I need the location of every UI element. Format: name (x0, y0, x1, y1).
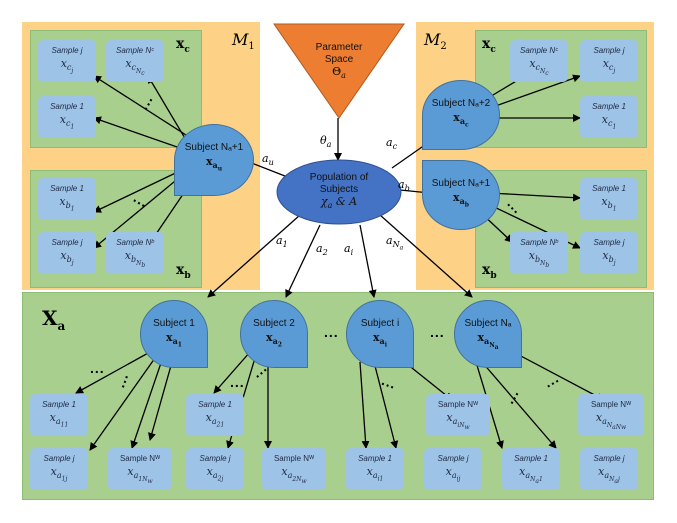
ellipsis-dots: ... (430, 324, 445, 340)
edge-a1 (207, 214, 301, 298)
population-label: Population of Subjects χa & A (309, 172, 369, 211)
edge-label-a-1: a1 (276, 234, 288, 250)
edge-label-a-Na: aNa (386, 234, 404, 252)
set-xc-right-label: xc (482, 36, 496, 55)
set-xb-right-label: xb (482, 262, 497, 281)
edge-label-theta-a: θa (320, 134, 332, 150)
model-m2-label: M2 (424, 30, 447, 53)
edge-label-a-i: ai (344, 242, 354, 258)
edge-label-a-b: ab (398, 178, 410, 194)
edge-label-a-2: a2 (316, 242, 328, 258)
ellipsis-dots: ... (90, 360, 105, 376)
set-xa-label: Xa (42, 306, 66, 333)
ellipsis-dots: ... (324, 324, 339, 340)
edge-a2 (285, 224, 321, 298)
ellipsis-dots: ... (230, 374, 245, 390)
edge-aNa (379, 214, 473, 298)
parameter-space-label: Parameter Space Θa (315, 42, 363, 81)
edge-label-a-u: au (262, 152, 274, 168)
edge-label-a-c: ac (386, 136, 398, 152)
model-m1-label: M1 (232, 30, 255, 53)
set-xc-left-label: xc (176, 36, 190, 55)
set-xb-left-label: xb (176, 262, 191, 281)
edge-ai (359, 224, 377, 298)
